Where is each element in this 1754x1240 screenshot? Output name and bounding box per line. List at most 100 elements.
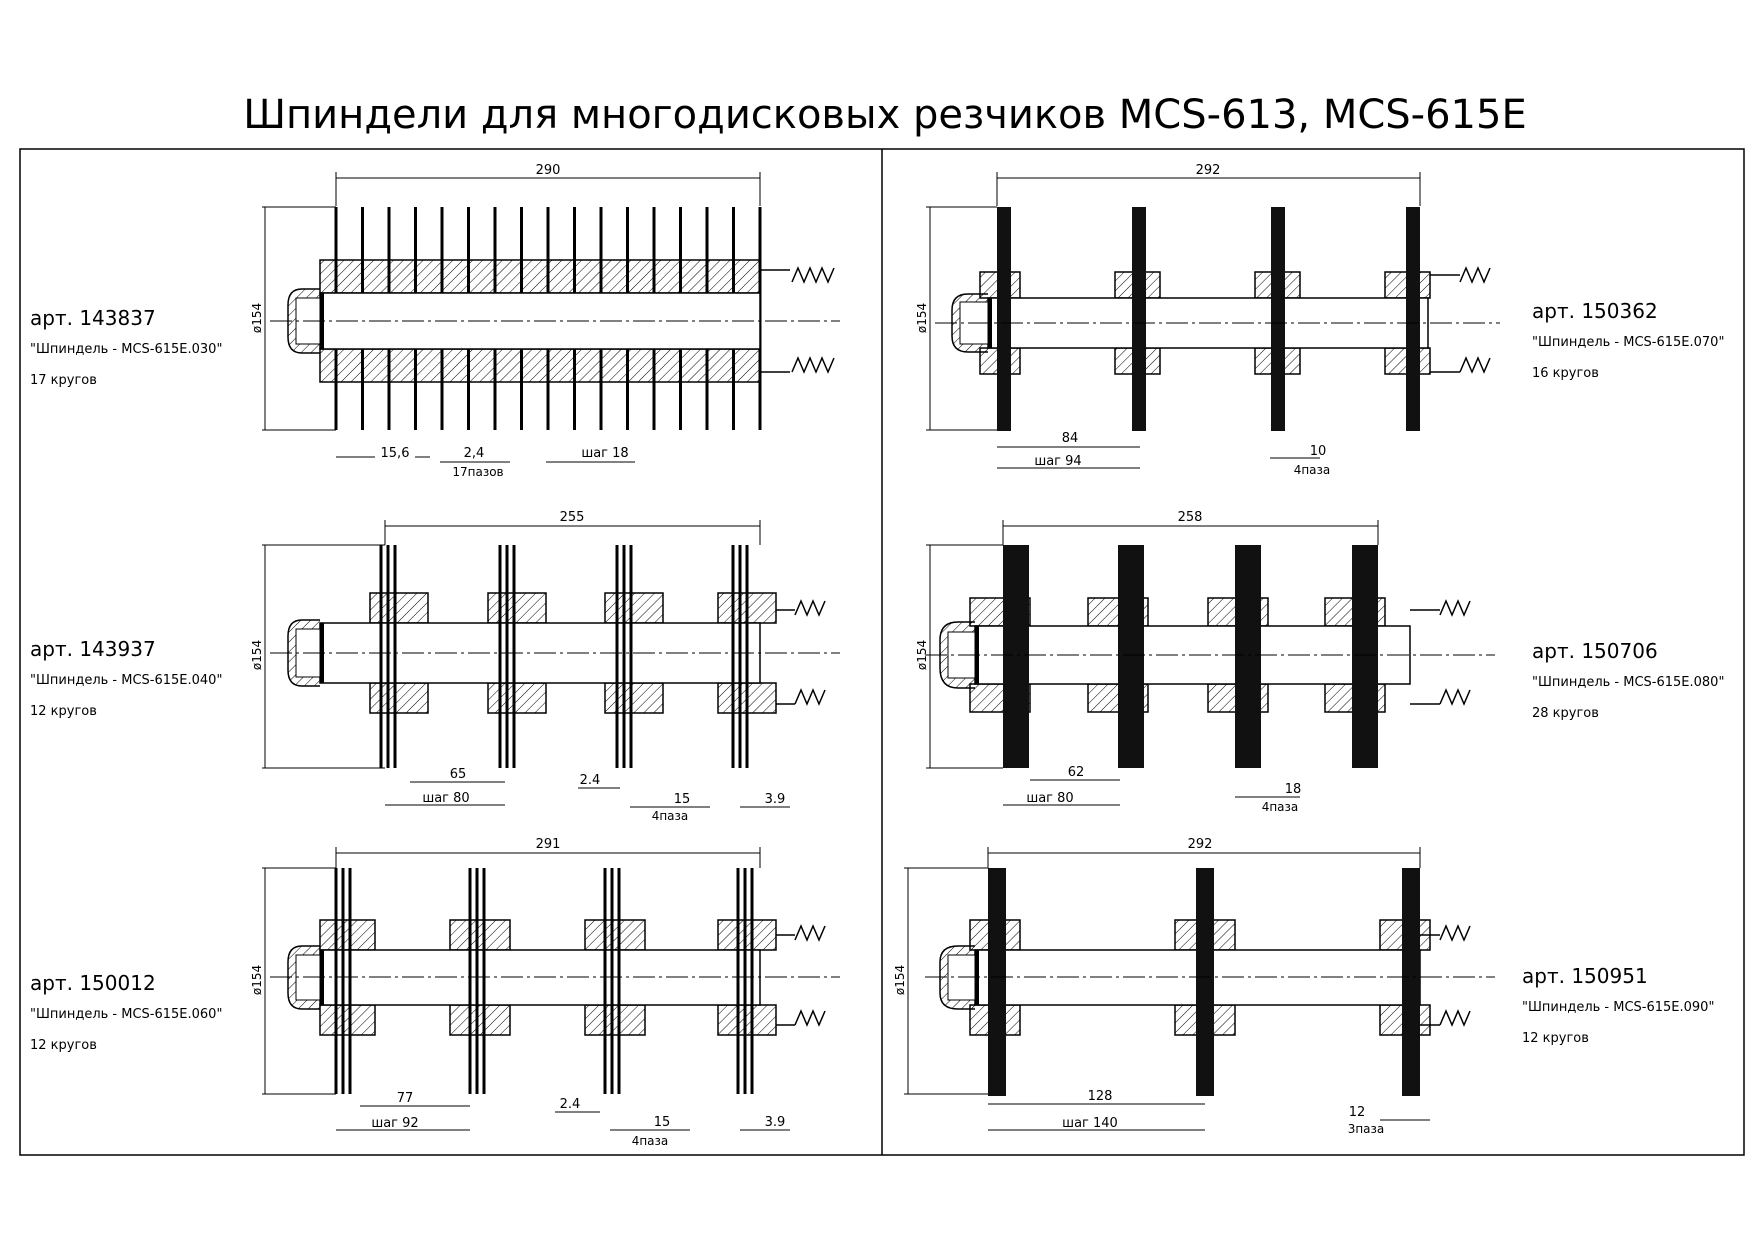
dim-value: 15,6	[381, 446, 410, 461]
spindle-150706: арт. 150706 "Шпиндель - MCS-615E.080" 28…	[915, 510, 1724, 814]
spindle-name: "Шпиндель - MCS-615E.030"	[30, 342, 222, 357]
art-number: арт. 150706	[1532, 639, 1658, 663]
dim-value: 18	[1285, 782, 1302, 797]
knife-count: 12 кругов	[30, 704, 97, 719]
overall-length: 258	[1178, 510, 1203, 525]
dim-value: 12	[1349, 1105, 1366, 1120]
dim-value: шаг 80	[422, 791, 469, 806]
overall-length: 292	[1188, 837, 1213, 852]
art-number: арт. 150951	[1522, 964, 1648, 988]
spring-lower	[776, 1009, 826, 1027]
shaft-collar	[584, 919, 646, 951]
dim-value: 128	[1088, 1089, 1113, 1104]
groove-count: 4паза	[652, 809, 689, 823]
dim-value: шаг 18	[581, 446, 628, 461]
overall-length: 292	[1196, 163, 1221, 178]
dim-value: шаг 80	[1026, 791, 1073, 806]
diameter: ø154	[250, 303, 264, 333]
dim-value: шаг 94	[1034, 454, 1081, 469]
knife-stack	[334, 868, 754, 1094]
knife-disc	[997, 207, 1011, 431]
spindle-143837: арт. 143837 "Шпиндель - MCS-615E.030" 17…	[30, 163, 840, 479]
spring-upper	[760, 266, 835, 284]
shaft-collar	[604, 682, 664, 714]
spring-upper	[1410, 599, 1471, 617]
knife-count: 17 кругов	[30, 373, 97, 388]
shaft-collar	[319, 919, 376, 951]
shaft-collar	[717, 919, 777, 951]
art-number: арт. 143837	[30, 306, 156, 330]
knife-stack	[379, 545, 749, 768]
spindle-150362: арт. 150362 "Шпиндель - MCS-615E.070" 16…	[915, 163, 1724, 477]
groove-count: 17пазов	[452, 465, 503, 479]
spindle-150012: арт. 150012 "Шпиндель - MCS-615E.060" 12…	[30, 837, 840, 1148]
shaft-collar	[319, 1004, 376, 1036]
spring-upper	[776, 924, 826, 942]
dim-value: 15	[654, 1115, 671, 1130]
spring-lower	[776, 688, 826, 706]
diameter: ø154	[250, 965, 264, 995]
spring-upper	[1420, 924, 1471, 942]
knife-disc	[1132, 207, 1146, 431]
knife-count: 16 кругов	[1532, 366, 1599, 381]
groove-count: 3паза	[1348, 1122, 1385, 1136]
knife-disc	[1271, 207, 1285, 431]
spring-lower	[1410, 688, 1471, 706]
knife-disc	[1196, 868, 1214, 1096]
spindle-name: "Шпиндель - MCS-615E.040"	[30, 673, 222, 688]
spindle-150951: арт. 150951 "Шпиндель - MCS-615E.090" 12…	[893, 837, 1714, 1136]
overall-length: 255	[560, 510, 585, 525]
knife-count: 12 кругов	[30, 1038, 97, 1053]
dim-value: шаг 92	[371, 1116, 418, 1131]
knife-disc	[1118, 545, 1144, 768]
dim-value: 3.9	[765, 1115, 786, 1130]
art-number: арт. 143937	[30, 637, 156, 661]
shaft-collar	[584, 1004, 646, 1036]
diameter: ø154	[915, 640, 929, 670]
lower-hub	[319, 348, 761, 383]
diameter: ø154	[250, 640, 264, 670]
spindle-143937: арт. 143937 "Шпиндель - MCS-615E.040" 12…	[30, 510, 840, 823]
shaft-collar	[717, 1004, 777, 1036]
spindle-name: "Шпиндель - MCS-615E.070"	[1532, 335, 1724, 350]
dim-value: 3.9	[765, 792, 786, 807]
dim-value: 2.4	[560, 1097, 581, 1112]
dim-value: 77	[397, 1091, 414, 1106]
dim-value: 84	[1062, 431, 1079, 446]
dim-value: 65	[450, 767, 467, 782]
spindle-name: "Шпиндель - MCS-615E.080"	[1532, 675, 1724, 690]
diameter: ø154	[915, 303, 929, 333]
overall-length: 291	[536, 837, 561, 852]
spring-lower	[1430, 356, 1491, 374]
spring-lower	[760, 356, 835, 374]
shaft-collar	[449, 919, 511, 951]
overall-length: 290	[536, 163, 561, 178]
sheet-title: Шпиндели для многодисковых резчиков MCS-…	[243, 92, 1526, 138]
spring-upper	[776, 599, 826, 617]
knife-count: 28 кругов	[1532, 706, 1599, 721]
art-number: арт. 150362	[1532, 299, 1658, 323]
dim-value: шаг 140	[1062, 1116, 1118, 1131]
upper-hub	[319, 259, 761, 294]
dim-value: 15	[674, 792, 691, 807]
groove-count: 4паза	[632, 1134, 669, 1148]
shaft-collar	[369, 682, 429, 714]
shaft-collar	[449, 1004, 511, 1036]
spring-upper	[1430, 266, 1491, 284]
knife-count: 12 кругов	[1522, 1031, 1589, 1046]
knife-disc	[1235, 545, 1261, 768]
knife-disc	[988, 868, 1006, 1096]
knife-disc	[1406, 207, 1420, 431]
shaft-collar	[487, 682, 547, 714]
diameter: ø154	[893, 965, 907, 995]
spindle-name: "Шпиндель - MCS-615E.060"	[30, 1007, 222, 1022]
shaft-collar	[487, 592, 547, 624]
dim-value: 2.4	[580, 773, 601, 788]
knife-disc	[1352, 545, 1378, 768]
knife-disc	[1402, 868, 1420, 1096]
shaft-collar	[369, 592, 429, 624]
shaft-collar	[604, 592, 664, 624]
spindle-name: "Шпиндель - MCS-615E.090"	[1522, 1000, 1714, 1015]
knife-disc	[1003, 545, 1029, 768]
